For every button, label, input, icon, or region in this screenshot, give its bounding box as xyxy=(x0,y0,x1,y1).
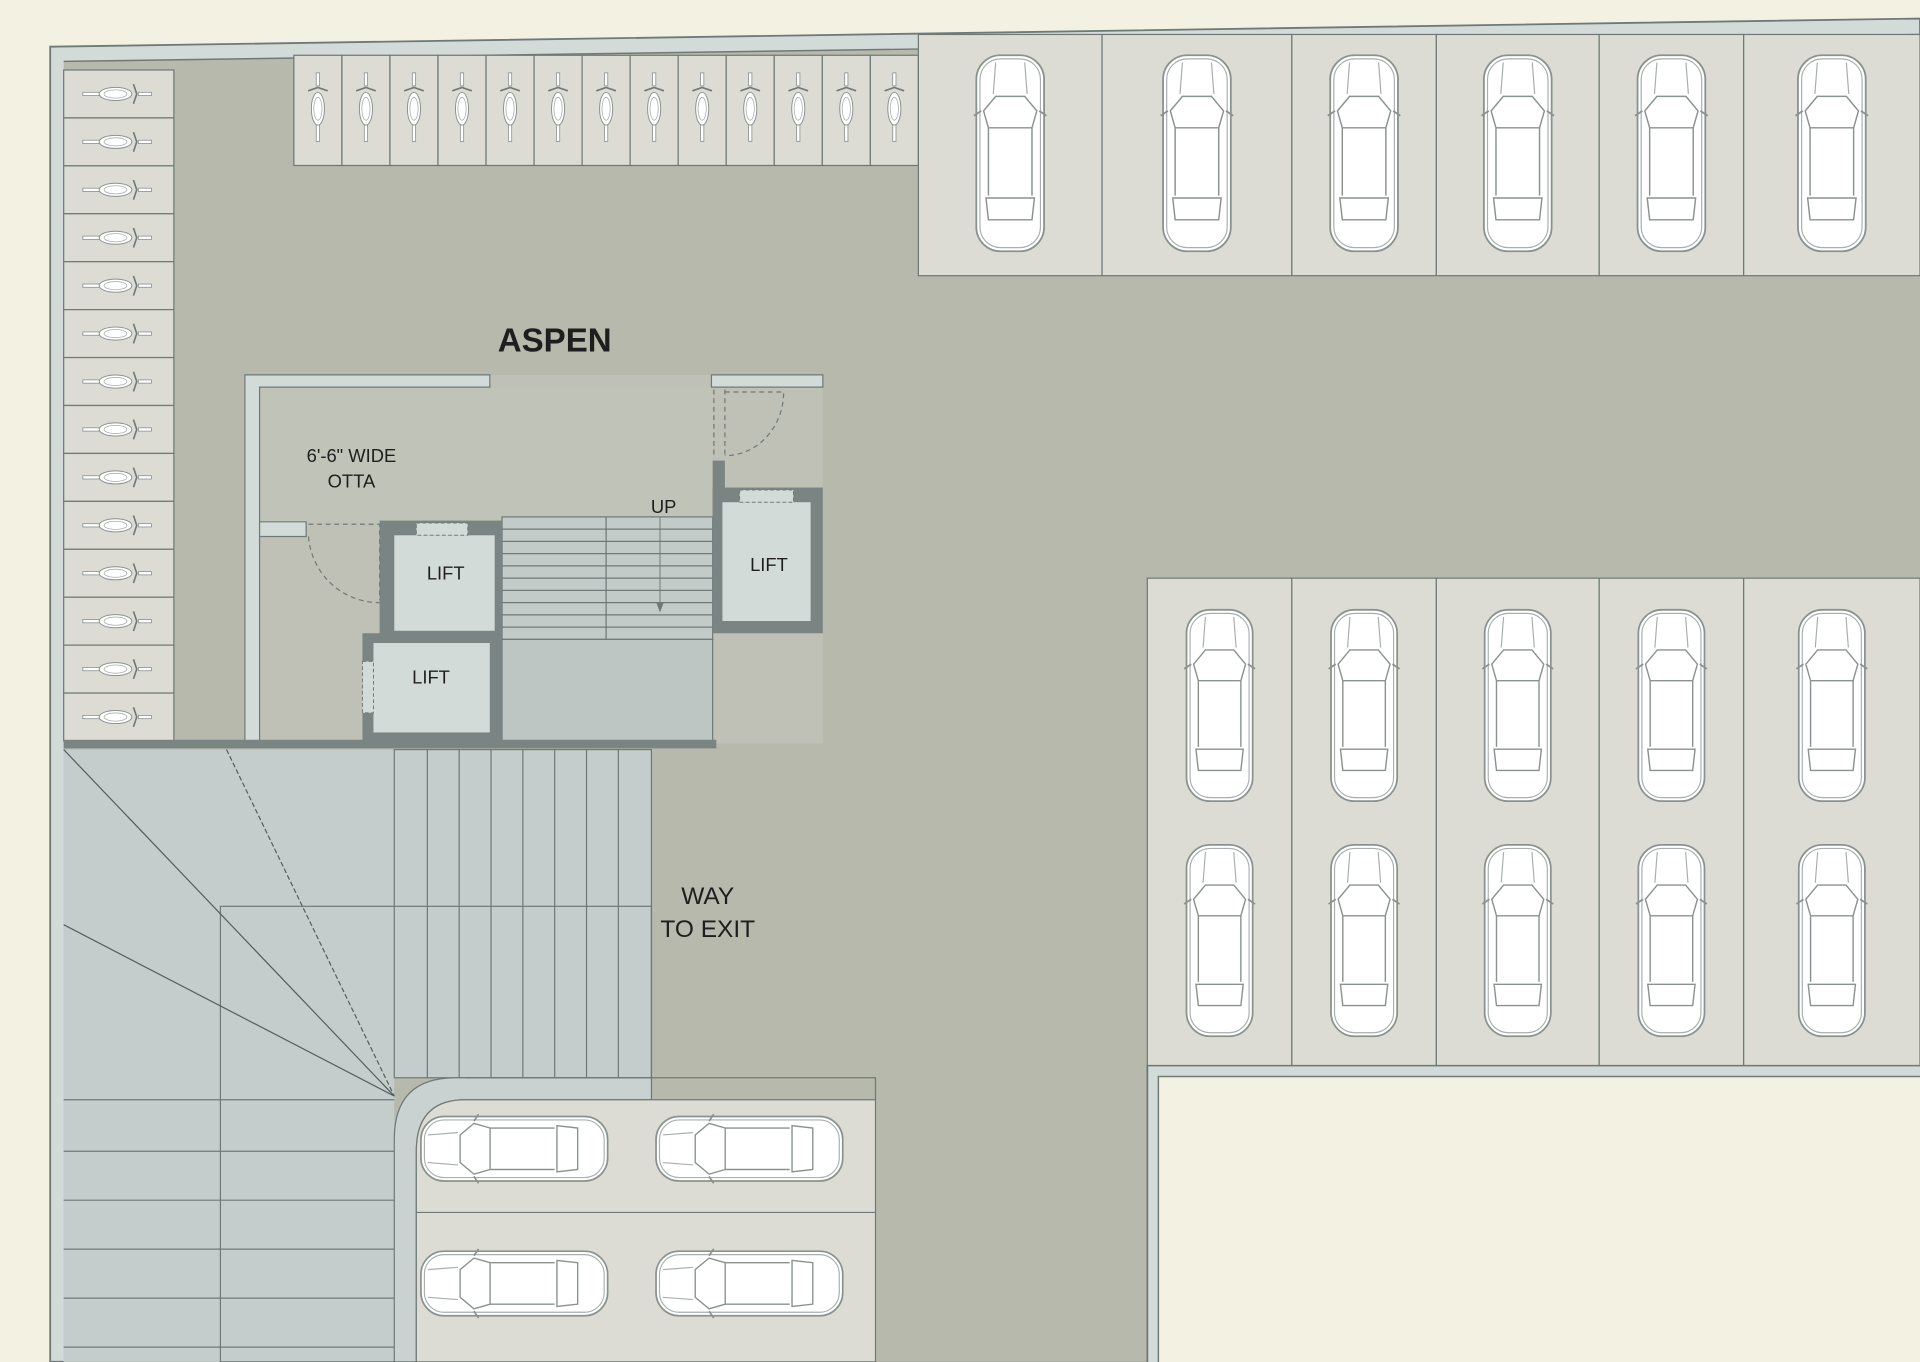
car-parking-right-block xyxy=(1146,577,1920,1067)
lift-2 xyxy=(373,643,490,733)
car-icon xyxy=(1159,54,1235,253)
parking-slot xyxy=(63,596,175,646)
otta-area xyxy=(259,387,713,522)
car-icon xyxy=(1480,54,1556,253)
two-wheeler-parking-left xyxy=(63,69,175,742)
two-wheeler-parking-top xyxy=(293,54,919,167)
car-parking-top-row xyxy=(917,33,1920,277)
car-icon xyxy=(1481,843,1555,1038)
parking-slot xyxy=(63,309,175,359)
car-icon xyxy=(420,1247,609,1319)
car-icon xyxy=(655,1113,844,1185)
exit-label-2: TO EXIT xyxy=(660,916,755,943)
car-icon xyxy=(1327,608,1401,803)
car-icon xyxy=(1794,54,1870,253)
car-icon xyxy=(972,54,1048,253)
car-icon xyxy=(1635,843,1708,1038)
stair-up-label: UP xyxy=(651,496,677,517)
otta-label-2: OTTA xyxy=(328,471,376,492)
ramp xyxy=(63,748,653,1362)
lift-label-3: LIFT xyxy=(750,554,788,575)
building-title: ASPEN xyxy=(498,323,612,360)
car-icon xyxy=(1183,608,1256,803)
car-icon xyxy=(1634,54,1709,253)
car-icon xyxy=(1327,843,1401,1038)
car-icon xyxy=(1795,608,1869,803)
car-icon xyxy=(1795,843,1869,1038)
car-parking-bottom-block xyxy=(393,1077,877,1362)
core xyxy=(63,374,824,749)
car-icon xyxy=(655,1247,844,1319)
lift-label-1: LIFT xyxy=(427,562,465,583)
door-swing-right xyxy=(713,389,785,457)
lift-label-2: LIFT xyxy=(412,666,450,687)
lift-3 xyxy=(722,502,811,621)
car-icon xyxy=(1326,54,1402,253)
car-icon xyxy=(1481,608,1555,803)
car-icon xyxy=(420,1113,609,1185)
otta-label: 6'-6" WIDE xyxy=(307,445,397,466)
car-icon xyxy=(1183,843,1256,1038)
exit-label: WAY xyxy=(681,883,734,910)
stair-arrow-icon xyxy=(656,602,664,613)
car-icon xyxy=(1635,608,1708,803)
lift-1 xyxy=(394,535,495,631)
